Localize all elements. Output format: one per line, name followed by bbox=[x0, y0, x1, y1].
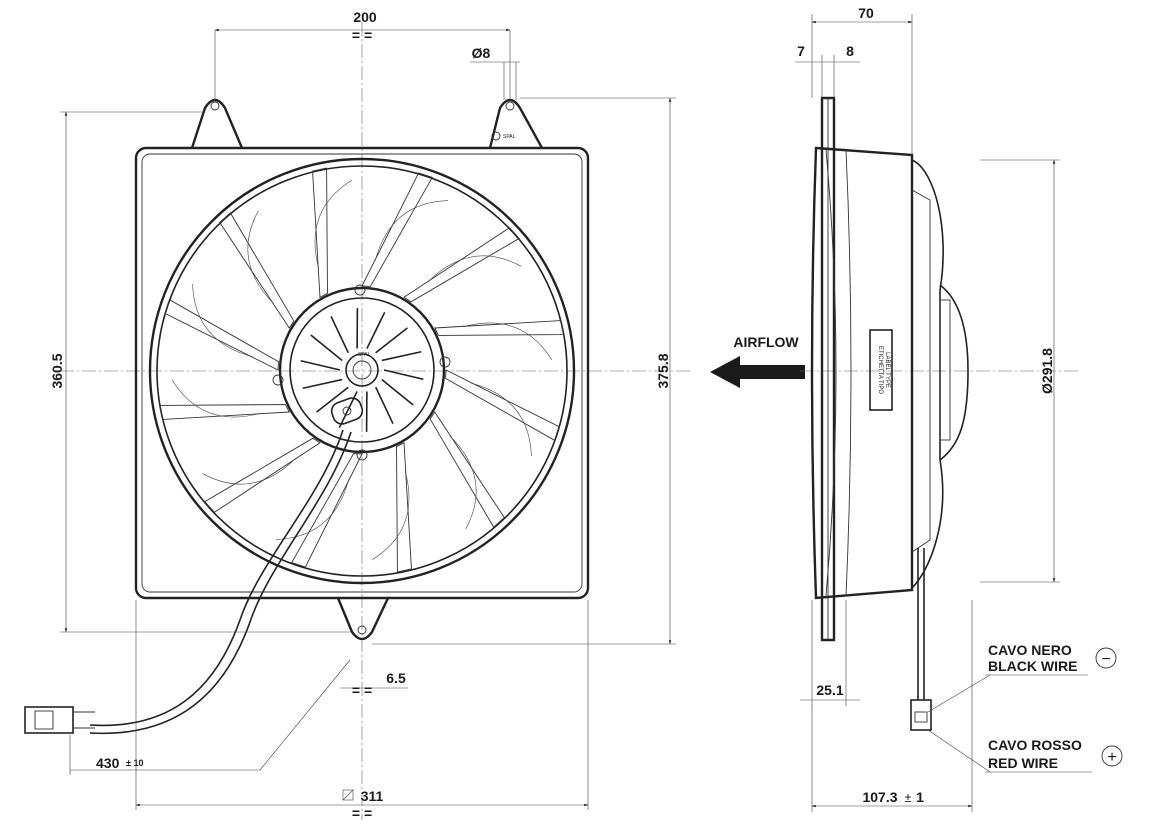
plus-icon bbox=[1101, 745, 1123, 767]
fan-blade bbox=[434, 320, 565, 336]
hub-fin bbox=[381, 350, 422, 362]
svg-text:±: ± bbox=[904, 790, 911, 805]
dim-shroud-depth: 25.1 bbox=[800, 600, 860, 706]
blade-edge bbox=[172, 380, 261, 418]
fan-blades bbox=[159, 167, 565, 573]
airflow-arrow-icon bbox=[710, 356, 740, 388]
label-sticker: ETICHETTA TIPO LABEL TYPE bbox=[869, 329, 893, 411]
hub-fin bbox=[366, 311, 386, 349]
dim-shroud-width: 311 = = bbox=[135, 600, 589, 821]
hub-fin bbox=[338, 391, 358, 429]
dim-fan-diameter: Ø291.8 bbox=[980, 159, 1060, 583]
svg-text:311: 311 bbox=[361, 788, 384, 804]
hub-fin bbox=[330, 315, 350, 354]
svg-text:AIRFLOW: AIRFLOW bbox=[733, 334, 799, 350]
dim-bottom-offset: 6.5 = = bbox=[340, 670, 408, 698]
red-wire-callout: CAVO ROSSO RED WIRE + bbox=[927, 729, 1123, 773]
motor-hub: SPAL bbox=[272, 284, 451, 461]
fan-blade bbox=[429, 411, 505, 528]
bottom-mounting-ear bbox=[336, 597, 390, 641]
svg-text:107.3: 107.3 bbox=[862, 789, 897, 805]
fan-blade bbox=[403, 227, 520, 303]
dim-top-spacing: 200 = = bbox=[214, 9, 511, 100]
blade-edge bbox=[374, 200, 449, 261]
svg-text:7: 7 bbox=[797, 43, 805, 59]
fan-ring bbox=[148, 157, 576, 585]
fan-blade bbox=[291, 453, 363, 568]
hub-fin bbox=[302, 378, 343, 390]
dim-depth-overall: 70 bbox=[811, 5, 913, 155]
svg-text:LABEL TYPE: LABEL TYPE bbox=[884, 352, 890, 388]
front-view: SPAL SPAL bbox=[24, 9, 690, 821]
svg-text:ETICHETTA TIPO: ETICHETTA TIPO bbox=[877, 346, 883, 394]
blade-edge bbox=[192, 283, 253, 358]
side-view: ETICHETTA TIPO LABEL TYPE 70 7 8 Ø291.8 bbox=[795, 5, 1123, 812]
top-mounting-ear-right: SPAL bbox=[488, 98, 544, 149]
dim-total-depth: 107.3 ± 1 bbox=[811, 600, 973, 812]
hub-fin bbox=[300, 359, 341, 371]
hub-fin bbox=[316, 386, 349, 413]
svg-text:Ø291.8: Ø291.8 bbox=[1039, 348, 1055, 394]
blade-edge bbox=[463, 322, 552, 360]
side-shroud bbox=[810, 146, 914, 600]
dim-flange: 7 8 bbox=[795, 43, 860, 98]
top-mounting-ear-left bbox=[190, 98, 244, 149]
dim-cable-length: 430 ± 10 bbox=[69, 659, 351, 775]
svg-text:8: 8 bbox=[846, 43, 854, 59]
svg-text:25.1: 25.1 bbox=[816, 682, 843, 698]
hub-fin bbox=[374, 386, 394, 425]
blade-edge bbox=[372, 471, 410, 560]
hub-fin bbox=[383, 369, 424, 381]
blade-edge bbox=[471, 382, 532, 457]
blade-edge bbox=[449, 435, 477, 530]
blade-edge bbox=[314, 180, 352, 269]
dim-height-overall: 375.8 bbox=[372, 97, 676, 645]
black-wire-callout: CAVO NERO BLACK WIRE − bbox=[927, 642, 1117, 713]
connector-plug bbox=[24, 706, 74, 734]
svg-text:360.5: 360.5 bbox=[49, 353, 65, 388]
dim-height-holes: 360.5 bbox=[49, 111, 352, 633]
fan-blade bbox=[164, 299, 279, 371]
blade-edge bbox=[427, 255, 522, 283]
svg-text:= =: = = bbox=[352, 27, 372, 43]
fan-blade bbox=[396, 442, 412, 573]
svg-text:6.5: 6.5 bbox=[386, 670, 406, 686]
svg-text:RED WIRE: RED WIRE bbox=[988, 755, 1058, 771]
hub-fin bbox=[310, 334, 343, 362]
fan-blade bbox=[204, 437, 321, 513]
svg-text:−: − bbox=[1101, 651, 1110, 668]
dim-hole-diameter: Ø8 bbox=[470, 45, 520, 100]
fan-shroud bbox=[134, 146, 590, 600]
svg-text:375.8: 375.8 bbox=[655, 353, 671, 388]
side-connector bbox=[910, 699, 932, 731]
svg-text:± 10: ± 10 bbox=[126, 758, 143, 768]
svg-text:+: + bbox=[1107, 749, 1116, 766]
airflow-indicator: AIRFLOW bbox=[710, 334, 805, 388]
fan-blade bbox=[312, 167, 328, 298]
blade-edge bbox=[202, 457, 297, 485]
svg-text:= =: = = bbox=[352, 682, 372, 698]
svg-text:CAVO ROSSO: CAVO ROSSO bbox=[988, 737, 1082, 753]
brand-mark-ear: SPAL bbox=[503, 134, 516, 140]
blade-edge bbox=[275, 479, 350, 540]
svg-text:BLACK WIRE: BLACK WIRE bbox=[988, 658, 1077, 674]
fan-blade bbox=[159, 404, 290, 420]
svg-text:430: 430 bbox=[96, 755, 120, 771]
svg-text:70: 70 bbox=[858, 5, 874, 21]
fan-blade bbox=[445, 369, 560, 441]
blade-edge bbox=[247, 210, 275, 305]
svg-text:Ø8: Ø8 bbox=[472, 45, 491, 61]
brand-mark-hub: SPAL bbox=[358, 352, 371, 358]
fan-blade bbox=[219, 212, 295, 329]
svg-text:200: 200 bbox=[353, 9, 377, 25]
power-cable bbox=[24, 429, 352, 735]
hub-fin bbox=[375, 327, 408, 354]
hub-fin bbox=[381, 378, 414, 406]
svg-text:CAVO NERO: CAVO NERO bbox=[988, 642, 1072, 658]
svg-text:1: 1 bbox=[916, 789, 924, 805]
svg-text:= =: = = bbox=[352, 805, 372, 821]
minus-icon bbox=[1095, 647, 1117, 669]
fan-blade bbox=[361, 172, 433, 287]
